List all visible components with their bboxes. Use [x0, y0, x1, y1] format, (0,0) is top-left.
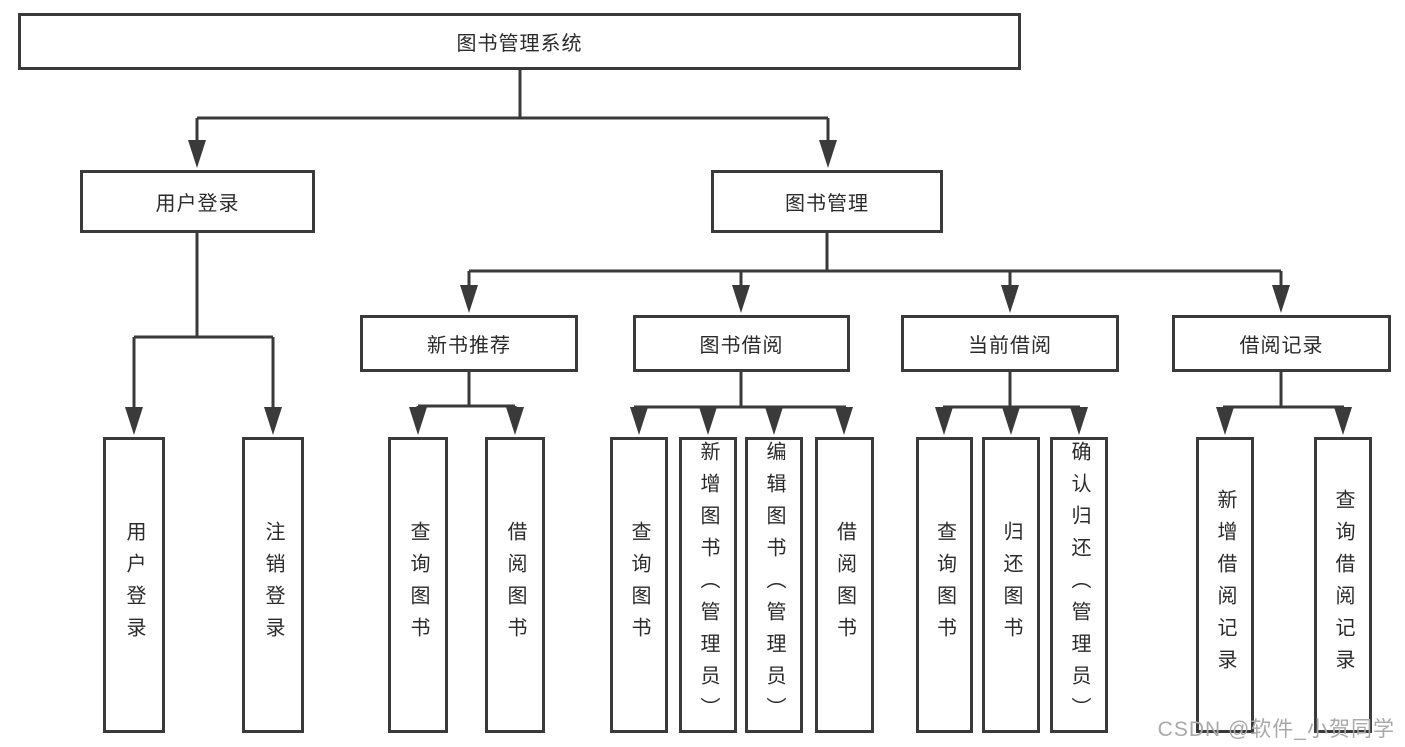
node-book-management: 图书管理 [711, 170, 943, 233]
leaf-return-books-label: 归还图书 [1000, 521, 1022, 649]
leaf-edit-books-admin: 编辑图书（管理员） [745, 437, 803, 733]
leaf-query-books-nbr: 查询图书 [388, 437, 448, 733]
watermark: CSDN @软件_小贺同学 [1157, 718, 1395, 741]
leaf-user-login: 用户登录 [103, 437, 165, 733]
leaf-logout-label: 注销登录 [262, 521, 284, 649]
arrowheads [125, 140, 1352, 435]
leaf-borrow-books-nbr: 借阅图书 [485, 437, 545, 733]
leaf-user-login-label: 用户登录 [123, 521, 145, 649]
node-user-login: 用户登录 [80, 170, 315, 233]
leaf-edit-books-admin-label: 编辑图书（管理员） [763, 441, 785, 729]
leaf-add-books-admin-label: 新增图书（管理员） [697, 441, 719, 729]
leaf-logout: 注销登录 [242, 437, 304, 733]
leaf-query-books-cb: 查询图书 [916, 437, 973, 733]
leaf-confirm-return-admin-label: 确认归还（管理员） [1068, 441, 1090, 729]
leaf-query-books-cb-label: 查询图书 [933, 521, 956, 649]
node-current-borrowing: 当前借阅 [901, 315, 1119, 372]
leaf-borrow-books-bb-label: 借阅图书 [833, 521, 856, 649]
leaf-confirm-return-admin: 确认归还（管理员） [1050, 437, 1108, 733]
leaf-query-borrow-record-label: 查询借阅记录 [1332, 489, 1354, 681]
leaf-add-borrow-record-label: 新增借阅记录 [1214, 489, 1236, 681]
leaf-add-borrow-record: 新增借阅记录 [1196, 437, 1254, 733]
node-book-borrowing: 图书借阅 [633, 315, 850, 372]
leaf-return-books: 归还图书 [982, 437, 1040, 733]
node-borrowing-records: 借阅记录 [1172, 315, 1391, 372]
node-root: 图书管理系统 [18, 13, 1021, 70]
node-new-book-recommendation: 新书推荐 [360, 315, 578, 372]
leaf-borrow-books-nbr-label: 借阅图书 [504, 521, 526, 649]
leaf-query-books-bb-label: 查询图书 [628, 521, 650, 649]
connector-lines [132, 70, 1345, 411]
leaf-query-books-nbr-label: 查询图书 [407, 521, 429, 649]
leaf-query-borrow-record: 查询借阅记录 [1314, 437, 1372, 733]
leaf-add-books-admin: 新增图书（管理员） [679, 437, 737, 733]
leaf-query-books-bb: 查询图书 [610, 437, 668, 733]
leaf-borrow-books-bb: 借阅图书 [815, 437, 874, 733]
